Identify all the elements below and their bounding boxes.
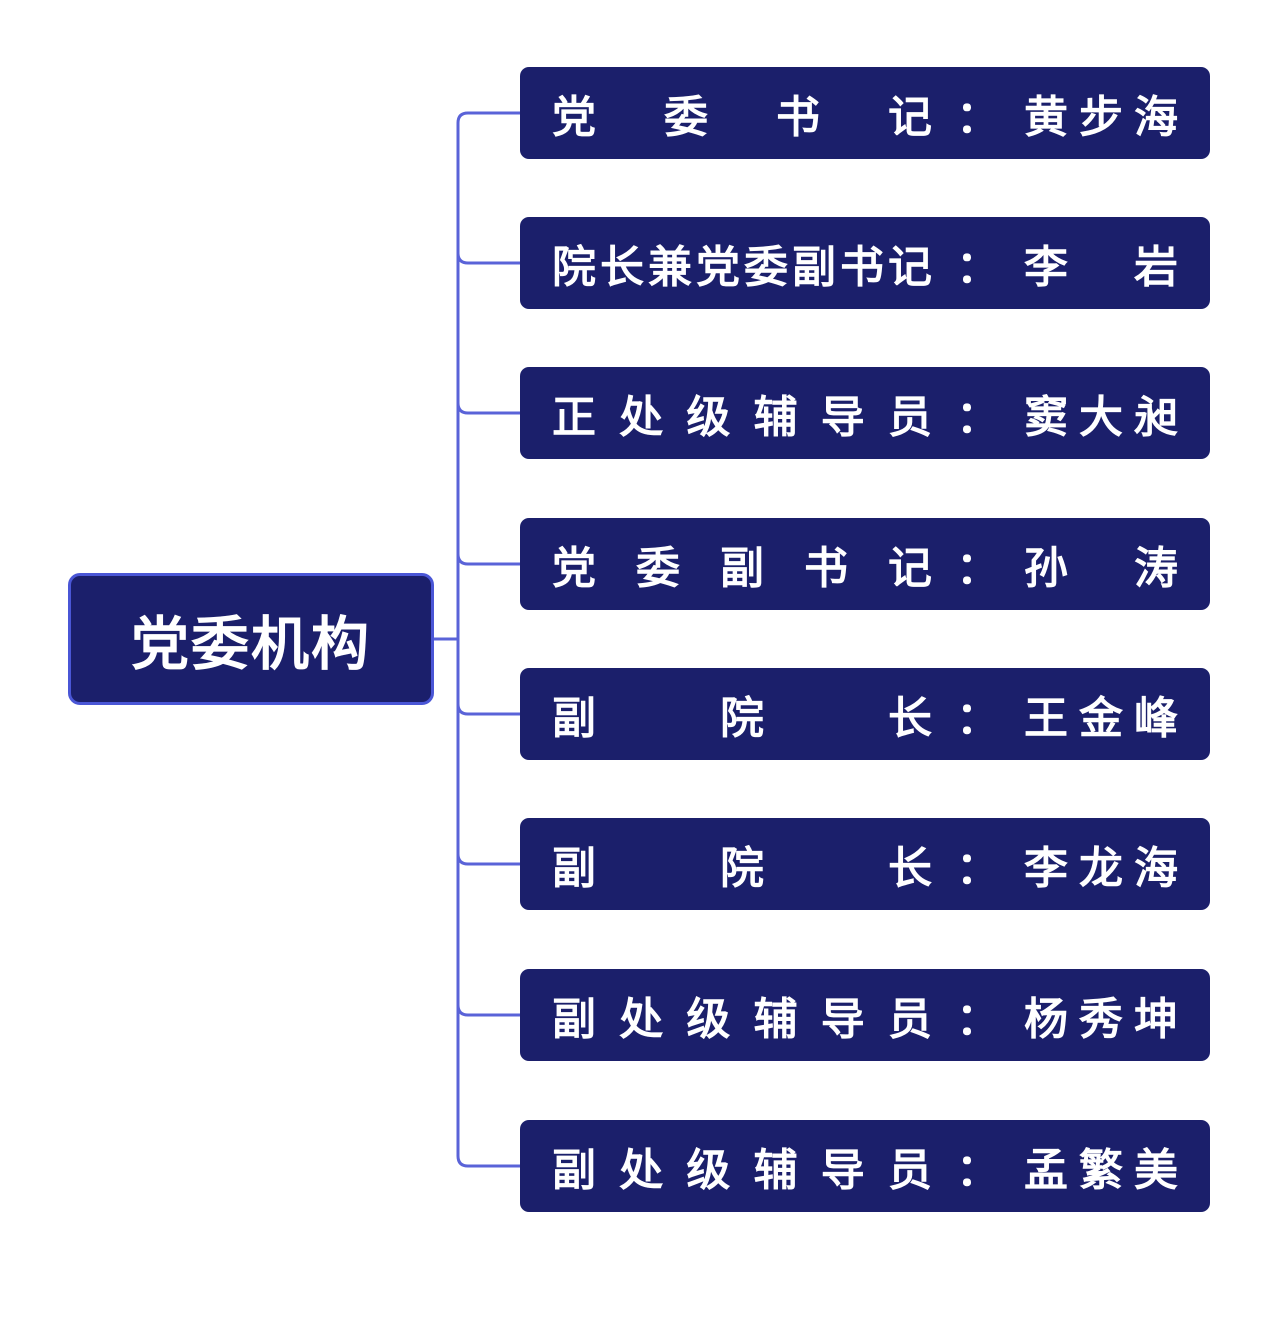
separator-colon: ： — [956, 843, 1000, 894]
person-name: 黄步海 — [1024, 92, 1178, 143]
connector-branch — [456, 111, 520, 124]
separator-colon: ： — [956, 392, 1000, 443]
person-name: 窦大昶 — [1024, 392, 1178, 443]
connector-branch — [456, 1004, 520, 1017]
role-label: 院长兼党委副书记 — [552, 242, 932, 293]
root-node-party-committee: 党委机构 — [68, 573, 434, 705]
role-label: 党委副书记 — [552, 543, 932, 594]
connector-branch — [456, 553, 520, 566]
connector-branch — [456, 402, 520, 415]
separator-colon: ： — [956, 1145, 1000, 1196]
person-name: 李岩 — [1024, 242, 1178, 293]
person-name: 杨秀坤 — [1024, 994, 1178, 1045]
child-node-deputy-counselor-1: 副处级辅导员 ： 杨秀坤 — [520, 969, 1210, 1061]
root-node-label: 党委机构 — [130, 610, 371, 678]
child-node-vice-dean-1: 副院长 ： 王金峰 — [520, 668, 1210, 760]
separator-colon: ： — [956, 543, 1000, 594]
person-name: 孟繁美 — [1024, 1145, 1178, 1196]
child-node-deputy-secretary: 党委副书记 ： 孙涛 — [520, 518, 1210, 610]
role-label: 副院长 — [552, 843, 932, 894]
role-label: 副院长 — [552, 693, 932, 744]
connector-branch — [456, 1155, 520, 1168]
person-name: 李龙海 — [1024, 843, 1178, 894]
connector-branch — [456, 853, 520, 866]
person-name: 王金峰 — [1024, 693, 1178, 744]
role-label: 党委书记 — [552, 92, 932, 143]
separator-colon: ： — [956, 994, 1000, 1045]
child-node-vice-dean-2: 副院长 ： 李龙海 — [520, 818, 1210, 910]
role-label: 正处级辅导员 — [552, 392, 932, 443]
role-label: 副处级辅导员 — [552, 1145, 932, 1196]
separator-colon: ： — [956, 92, 1000, 143]
connector-branch — [456, 252, 520, 265]
connector-branch — [456, 703, 520, 716]
child-node-dean-deputy-secretary: 院长兼党委副书记 ： 李岩 — [520, 217, 1210, 309]
separator-colon: ： — [956, 242, 1000, 293]
person-name: 孙涛 — [1024, 543, 1178, 594]
child-node-deputy-counselor-2: 副处级辅导员 ： 孟繁美 — [520, 1120, 1210, 1212]
child-node-senior-counselor: 正处级辅导员 ： 窦大昶 — [520, 367, 1210, 459]
role-label: 副处级辅导员 — [552, 994, 932, 1045]
separator-colon: ： — [956, 693, 1000, 744]
child-node-party-secretary: 党委书记 ： 黄步海 — [520, 67, 1210, 159]
